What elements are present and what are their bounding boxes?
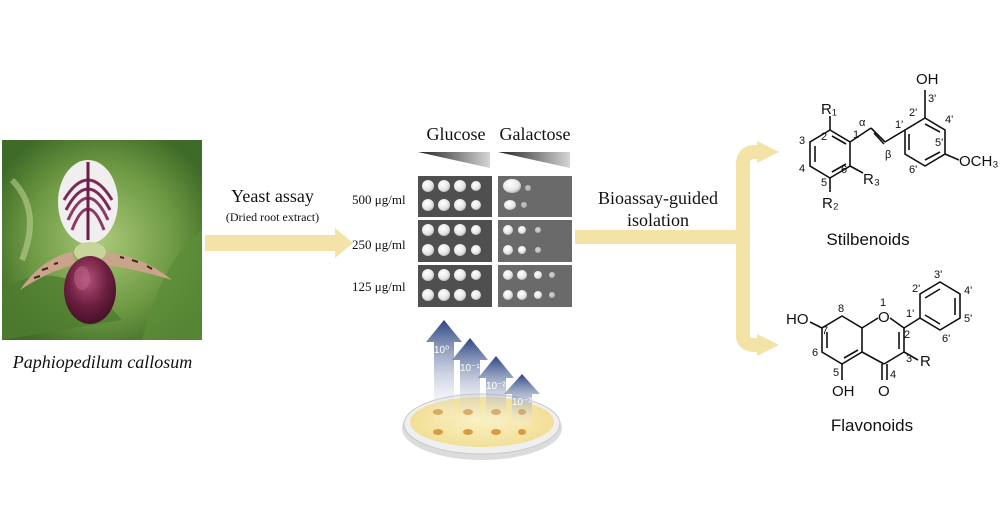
- isolation-label-line2: isolation: [627, 210, 689, 230]
- flavonoid-carbonyl-o: O: [878, 383, 890, 400]
- stilbenoid-num: 3: [799, 135, 805, 147]
- concentration-250: 250 μg/ml: [352, 237, 406, 252]
- flavonoid-num: 2': [912, 283, 920, 295]
- isolation-label-line1: Bioassay-guided: [598, 188, 718, 208]
- flavonoid-ho: HO: [786, 311, 809, 328]
- stilbenoid-num: 2: [821, 131, 827, 143]
- glucose-header: Glucose: [426, 124, 486, 144]
- stilbenoid-num: 2': [909, 107, 917, 119]
- flavonoid-num: 1': [906, 308, 914, 320]
- flavonoids-label: Flavonoids: [830, 416, 914, 435]
- stilbenoids-label: Stilbenoids: [826, 230, 910, 249]
- dilution-label-3: 10⁻³: [512, 397, 532, 408]
- flavonoid-r: R: [920, 353, 931, 370]
- orchid-photo: [2, 140, 202, 340]
- flavonoid-num: 1: [880, 297, 886, 309]
- flavonoid-num: 5': [964, 313, 972, 325]
- flavonoid-num: 4: [890, 369, 896, 381]
- flavonoid-num: 3': [934, 269, 942, 281]
- flavonoid-structure: HO OH O O R 1 2 3 4 5 6 7 8 1' 2' 3' 4' …: [786, 269, 972, 400]
- isolation-branch-arrow: [575, 141, 779, 356]
- stilbenoid-r3: R₃: [863, 171, 880, 188]
- stilbenoid-alpha: α: [859, 117, 866, 129]
- stilbenoid-oh: OH: [916, 71, 939, 88]
- galactose-wedge: [498, 152, 570, 168]
- flavonoid-ring-o: O: [878, 309, 890, 326]
- stilbenoid-num: 6: [841, 164, 847, 176]
- petri-dish-dilution: 10⁰ 10⁻¹ 10⁻² 10⁻³: [402, 320, 562, 460]
- stilbenoid-num: 1': [895, 119, 903, 131]
- dilution-arrow-4: [504, 374, 540, 426]
- dilution-label-1: 10⁻¹: [460, 363, 480, 374]
- stilbenoid-num: 1: [853, 129, 859, 141]
- spot-assay-plates: [418, 176, 572, 307]
- flavonoid-oh: OH: [832, 383, 855, 400]
- stilbenoid-structure: OH OCH₃ R₁ R₂ R₃ α β 1 2 3 4 5 6 1' 2' 3…: [799, 71, 998, 212]
- assay-arrow: [205, 228, 353, 258]
- stilbenoid-num: 6': [909, 164, 917, 176]
- stilbenoid-r2: R₂: [822, 195, 839, 212]
- stilbenoid-num: 5': [935, 137, 943, 149]
- dilution-arrow-3: [478, 356, 514, 424]
- dilution-arrow-1: [426, 320, 462, 420]
- flavonoid-num: 8: [838, 303, 844, 315]
- stilbenoid-och3: OCH₃: [959, 153, 998, 170]
- dilution-label-0: 10⁰: [434, 345, 449, 356]
- concentration-125: 125 μg/ml: [352, 279, 406, 294]
- stilbenoid-num: 5: [821, 177, 827, 189]
- galactose-header: Galactose: [499, 124, 571, 144]
- yeast-assay-subtitle: (Dried root extract): [225, 210, 320, 224]
- species-label: Paphiopedilum callosum: [12, 352, 193, 372]
- glucose-wedge: [418, 152, 490, 168]
- flavonoid-num: 6': [942, 333, 950, 345]
- flavonoid-num: 5: [833, 367, 839, 379]
- orchid-illustration: [2, 140, 202, 340]
- stilbenoid-num: 4': [945, 114, 953, 126]
- gradient-wedges: [418, 152, 570, 168]
- concentration-500: 500 μg/ml: [352, 192, 406, 207]
- stilbenoid-num: 3': [928, 93, 936, 105]
- stilbenoid-num: 4: [799, 163, 805, 175]
- flavonoid-num: 6: [812, 347, 818, 359]
- flavonoid-num: 3: [906, 353, 912, 365]
- dilution-label-2: 10⁻²: [486, 381, 506, 392]
- yeast-assay-title: Yeast assay: [231, 186, 314, 206]
- flavonoid-num: 2: [904, 329, 910, 341]
- flavonoid-num: 7: [822, 325, 828, 337]
- stilbenoid-r1: R₁: [821, 101, 837, 118]
- stilbenoid-beta: β: [885, 149, 891, 161]
- flavonoid-num: 4': [964, 285, 972, 297]
- dilution-arrow-2: [452, 338, 488, 422]
